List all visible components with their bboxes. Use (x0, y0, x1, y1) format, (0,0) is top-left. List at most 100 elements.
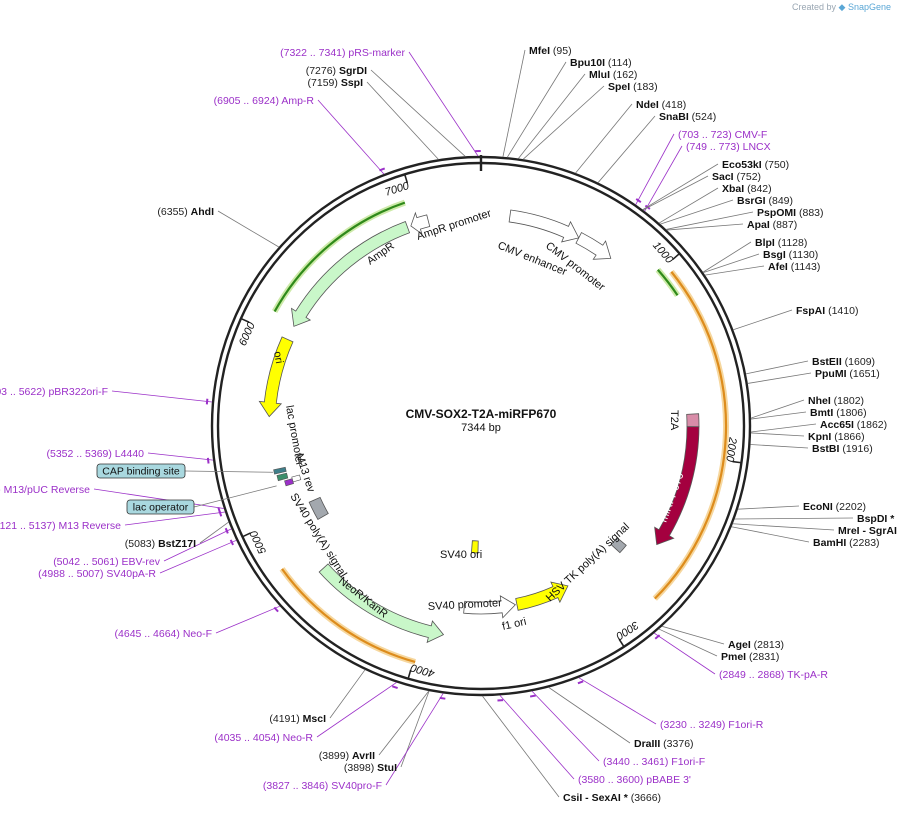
enzyme-bsgi-name: BsgI (763, 249, 786, 261)
enzyme-pspomi-label[interactable]: PspOMI (883) (757, 207, 824, 219)
primer-m13-reverse-label[interactable]: (5121 .. 5137) M13 Reverse (0, 520, 121, 532)
enzyme-kpni-label[interactable]: KpnI (1866) (808, 431, 865, 443)
primer-pbr322ori-f-label[interactable]: (5603 .. 5622) pBR322ori-F (0, 386, 108, 398)
enzyme-bstz17i-label[interactable]: (5083) BstZ17I (125, 538, 196, 550)
enzyme-pmei-position: (2831) (746, 651, 779, 663)
enzyme-spei-label[interactable]: SpeI (183) (608, 81, 658, 93)
enzyme-mfei-label[interactable]: MfeI (95) (529, 45, 572, 57)
primer-pbabe-3-label[interactable]: (3580 .. 3600) pBABE 3' (578, 774, 691, 786)
primer-lncx-label[interactable]: (749 .. 773) LNCX (686, 141, 771, 153)
feature-mirfp670[interactable] (654, 426, 700, 546)
enzyme-nhei-label[interactable]: NheI (1802) (808, 395, 864, 407)
primer-f1ori-r-site-mark (577, 680, 584, 685)
primer-f1ori-f-label[interactable]: (3440 .. 3461) F1ori-F (603, 756, 705, 768)
enzyme-acc65i-label[interactable]: Acc65I (1862) (820, 419, 887, 431)
enzyme-fspai-leader (733, 309, 793, 331)
feature-ampr[interactable] (291, 221, 411, 327)
enzyme-xbai-label[interactable]: XbaI (842) (722, 183, 772, 195)
enzyme-ppumi-label[interactable]: PpuMI (1651) (815, 368, 880, 380)
enzyme-stui-label[interactable]: (3898) StuI (344, 762, 397, 774)
enzyme-apai-position: (887) (770, 219, 797, 231)
enzyme-bsrgi-position: (849) (766, 195, 793, 207)
enzyme-bamhi-label[interactable]: BamHI (2283) (813, 537, 880, 549)
enzyme-bsgi-label[interactable]: BsgI (1130) (763, 249, 818, 261)
primer-amp-r-leader (317, 99, 385, 175)
enzyme-ndei-name: NdeI (636, 99, 659, 111)
feature-cmv-enhancer[interactable] (508, 209, 580, 243)
enzyme-sgrdi-label[interactable]: (7276) SgrDI (306, 65, 367, 77)
boxed-label-lac-operator-box[interactable] (126, 499, 195, 515)
enzyme-ahdi-label[interactable]: (6355) AhdI (157, 206, 214, 218)
feature-cap-binding-site[interactable] (273, 466, 287, 475)
feature-f1-ori[interactable] (515, 581, 569, 611)
enzyme-econi-label[interactable]: EcoNI (2202) (803, 501, 866, 513)
primer-amp-r-label[interactable]: (6905 .. 6924) Amp-R (214, 95, 315, 107)
primer-l4440-label[interactable]: (5352 .. 5369) L4440 (47, 448, 145, 460)
enzyme-bspdi-clai-label[interactable]: BspDI * - ClaI * (2247) (857, 513, 897, 525)
enzyme-draiii-label[interactable]: DraIII (3376) (634, 738, 694, 750)
feature-sv40-polya[interactable] (308, 496, 329, 520)
enzyme-bsteii-label[interactable]: BstEII (1609) (812, 356, 875, 368)
enzyme-sspi-position: (7159) (308, 77, 341, 89)
primer-sv40pa-r-label[interactable]: (4988 .. 5007) SV40pA-R (38, 568, 156, 580)
enzyme-snabi-label[interactable]: SnaBI (524) (659, 111, 716, 123)
enzyme-mlui-label[interactable]: MluI (162) (589, 69, 637, 81)
enzyme-csii-sexai-name: CsiI - SexAI * (563, 792, 629, 804)
enzyme-sspi-label[interactable]: (7159) SspI (308, 77, 364, 89)
primer-prs-marker-label[interactable]: (7322 .. 7341) pRS-marker (280, 47, 405, 59)
feature-t2a[interactable] (686, 413, 700, 428)
primer-m13-puc-reverse-label[interactable]: (5134 .. 5156) M13/pUC Reverse (0, 484, 90, 496)
enzyme-bpu10i-label[interactable]: Bpu10I (114) (570, 57, 632, 69)
primer-f1ori-f-range: (3440 .. 3461) (603, 756, 671, 768)
boxed-label-cap-binding-site-box[interactable] (96, 463, 186, 479)
enzyme-agei-label[interactable]: AgeI (2813) (728, 639, 784, 651)
primer-ebv-rev-label[interactable]: (5042 .. 5061) EBV-rev (53, 556, 161, 568)
enzyme-mlui-leader (517, 73, 586, 159)
enzyme-fspai-label[interactable]: FspAI (1410) (796, 305, 858, 317)
enzyme-mrei-sgrai-label[interactable]: MreI - SgrAI (2269) (838, 525, 897, 537)
feature-m13-rev[interactable] (276, 472, 289, 482)
feature-ori[interactable] (258, 336, 294, 418)
enzyme-ndei-label[interactable]: NdeI (418) (636, 99, 686, 111)
enzyme-apai-name: ApaI (747, 219, 770, 231)
enzyme-afei-label[interactable]: AfeI (1143) (768, 261, 820, 273)
feature-sv40-ori[interactable] (471, 540, 479, 554)
enzyme-bamhi-leader (731, 526, 810, 543)
enzyme-ahdi-name: AhdI (191, 206, 214, 218)
enzyme-msci-label[interactable]: (4191) MscI (269, 713, 326, 725)
enzyme-bsrgi-label[interactable]: BsrGI (849) (737, 195, 793, 207)
primer-m13-reverse-range: (5121 .. 5137) (0, 520, 59, 532)
feature-hsv-tk-polya[interactable] (610, 537, 627, 554)
feature-lac-promoter[interactable] (291, 474, 302, 483)
enzyme-bmti-leader (750, 411, 807, 420)
primer-neo-r-site-mark (391, 685, 398, 690)
enzyme-bsgi-leader (703, 253, 760, 274)
enzyme-blpi-label[interactable]: BlpI (1128) (755, 237, 807, 249)
feature-label-sv40-ori: SV40 ori (440, 549, 482, 561)
enzyme-csii-sexai-label[interactable]: CsiI - SexAI * (3666) (563, 792, 661, 804)
feature-ampr-promoter[interactable] (410, 211, 431, 235)
enzyme-eco53ki-label[interactable]: Eco53kI (750) (722, 159, 789, 171)
primer-prs-marker-leader (408, 51, 479, 157)
enzyme-draiii-leader (548, 687, 631, 744)
enzyme-bmti-name: BmtI (810, 407, 833, 419)
primer-neo-r-label[interactable]: (4035 .. 4054) Neo-R (214, 732, 313, 744)
enzyme-bstbi-label[interactable]: BstBI (1916) (812, 443, 873, 455)
enzyme-bstz17i-name: BstZ17I (158, 538, 196, 550)
feature-cmv-promoter[interactable] (575, 232, 612, 260)
enzyme-afei-position: (1143) (788, 261, 821, 273)
enzyme-saci-label[interactable]: SacI (752) (712, 171, 761, 183)
feature-neor-kanr[interactable] (318, 563, 445, 644)
feature-sv40-promoter[interactable] (463, 595, 517, 619)
enzyme-apai-label[interactable]: ApaI (887) (747, 219, 797, 231)
enzyme-bmti-label[interactable]: BmtI (1806) (810, 407, 867, 419)
enzyme-acc65i-name: Acc65I (820, 419, 854, 431)
enzyme-pmei-label[interactable]: PmeI (2831) (721, 651, 779, 663)
enzyme-avrii-label[interactable]: (3899) AvrII (319, 750, 375, 762)
primer-sv40pro-f-label[interactable]: (3827 .. 3846) SV40pro-F (263, 780, 382, 792)
primer-f1ori-r-label[interactable]: (3230 .. 3249) F1ori-R (660, 719, 764, 731)
primer-cmv-f-label[interactable]: (703 .. 723) CMV-F (678, 129, 767, 141)
primer-neo-f-label[interactable]: (4645 .. 4664) Neo-F (115, 628, 212, 640)
primer-tk-pa-r-label[interactable]: (2849 .. 2868) TK-pA-R (719, 669, 828, 681)
enzyme-sgrdi-name: SgrDI (339, 65, 367, 77)
